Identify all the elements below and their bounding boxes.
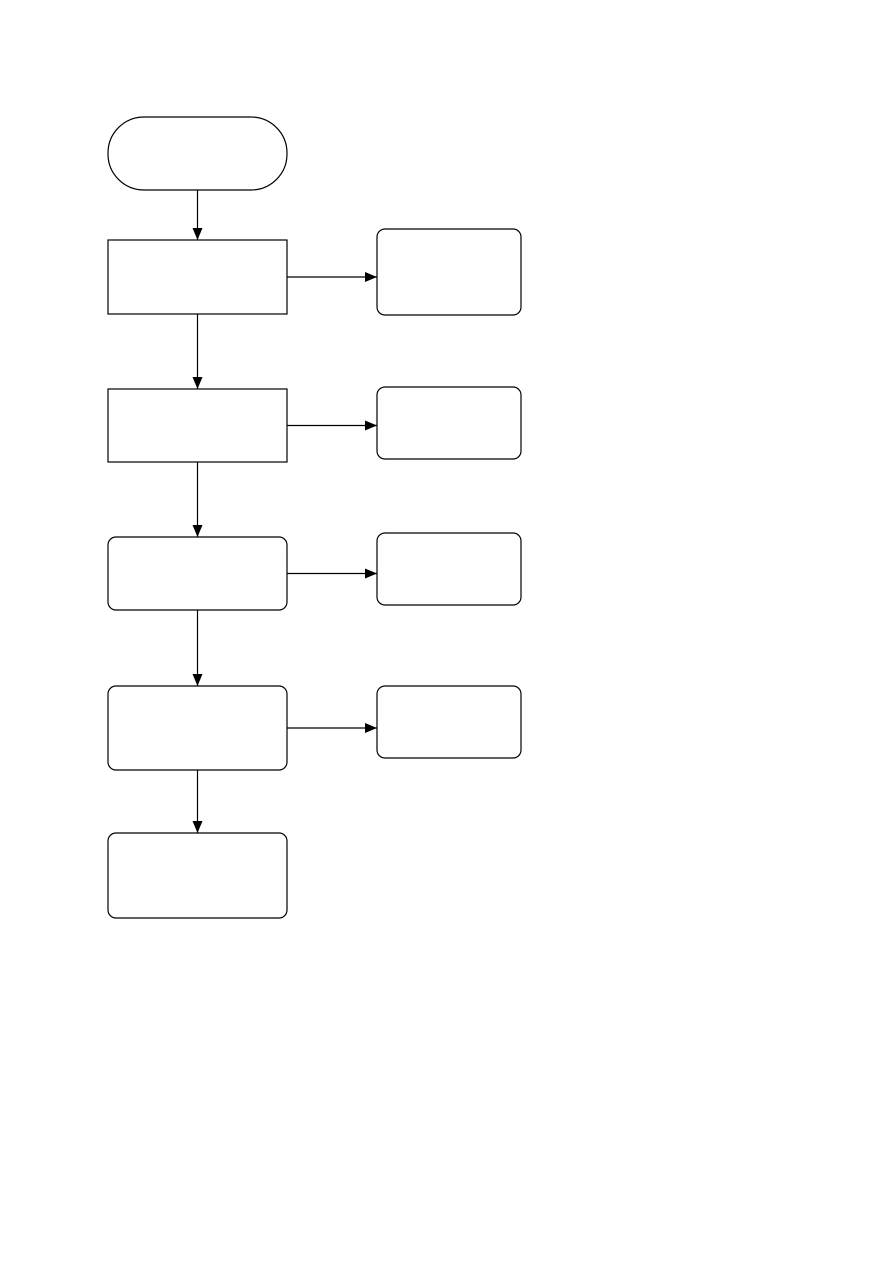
flow-node-step-3 — [107, 536, 288, 611]
edges-layer — [192, 190, 377, 833]
flow-node-side-4 — [376, 685, 522, 759]
flow-node-side-1 — [376, 228, 522, 316]
terminal-shape — [107, 116, 288, 191]
rounded-rectangle-shape — [376, 228, 522, 316]
nodes-layer — [107, 116, 522, 919]
rectangle-shape — [107, 388, 288, 463]
flow-node-step-2 — [107, 388, 288, 463]
rounded-rectangle-shape — [107, 832, 288, 919]
flow-node-side-3 — [376, 532, 522, 606]
rounded-rectangle-shape — [107, 536, 288, 611]
rounded-rectangle-shape — [376, 532, 522, 606]
rectangle-shape — [107, 239, 288, 315]
rounded-rectangle-shape — [107, 685, 288, 771]
flow-node-step-5 — [107, 832, 288, 919]
rounded-rectangle-shape — [376, 386, 522, 460]
flow-node-step-4 — [107, 685, 288, 771]
rounded-rectangle-shape — [376, 685, 522, 759]
flow-node-start — [107, 116, 288, 191]
flow-node-side-2 — [376, 386, 522, 460]
flow-node-step-1 — [107, 239, 288, 315]
